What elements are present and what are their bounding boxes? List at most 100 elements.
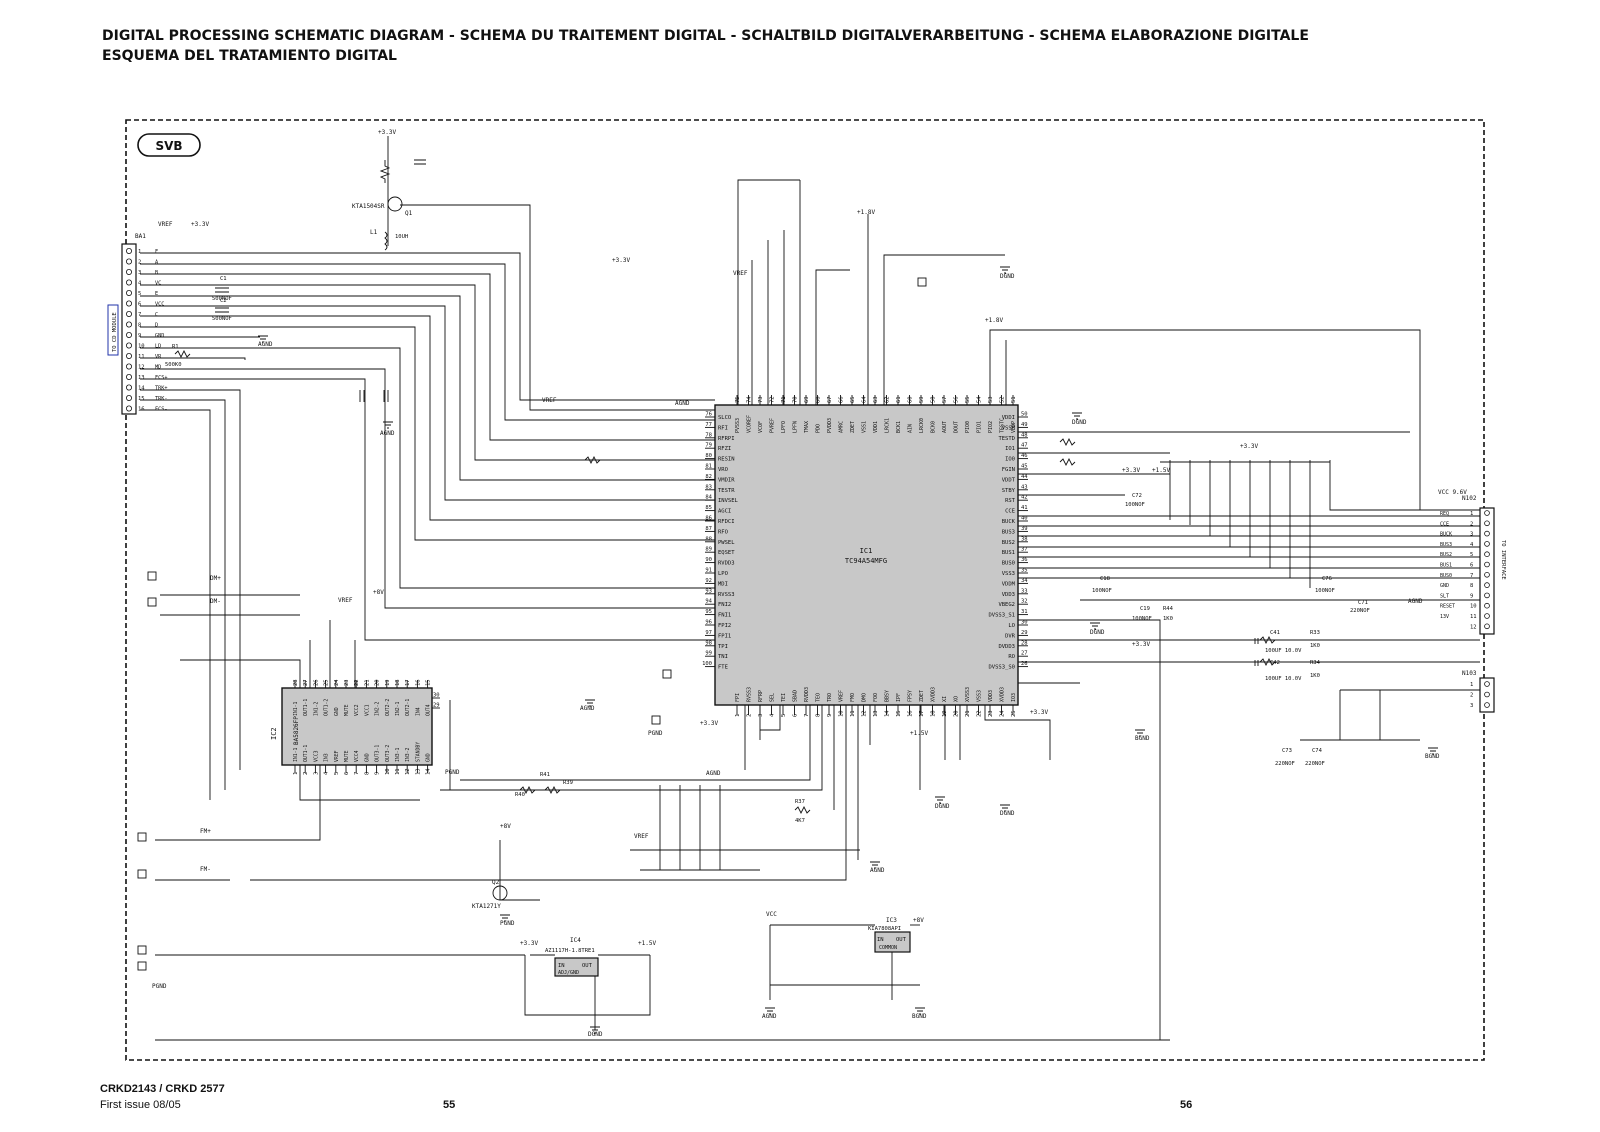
gnd-agnd-1: AGND [380, 430, 395, 437]
ic1-pin-number: 32 [1021, 599, 1028, 605]
ic2-pin-name: IN1-1 [293, 701, 299, 716]
ic1-pin-number: 76 [705, 412, 712, 418]
gnd-agnd-6: AGND [1408, 598, 1423, 605]
ic1-pin-number: 61 [896, 396, 902, 403]
ic2-pin-name: OUT1-1 [303, 745, 309, 762]
gnd-dgnd-5: DGND [1000, 810, 1015, 817]
ic1-pin-number: 63 [873, 396, 879, 403]
ic1-pin-name: VBEG2 [998, 602, 1015, 608]
ic1-pin-name: VDDT [1002, 477, 1016, 483]
gnd-bgnd-3: BGND [912, 1013, 927, 1020]
ic4-gnd: ADJ/GND [558, 970, 579, 976]
ba1-pin-contact [126, 352, 133, 359]
ba1-pin-number: 16 [138, 407, 145, 413]
rail-vref-535: VREF [542, 397, 557, 404]
ic1-pin-number: 70 [793, 396, 799, 403]
ic2-pin-name: MUTE [344, 704, 350, 716]
ic1-pin-number: 91 [705, 568, 712, 574]
ba1-pin-contact [126, 268, 133, 275]
ic1-pin-name: BUS1 [1002, 550, 1015, 556]
gnd-pgnd-2: PGND [152, 983, 167, 990]
ba1-pin-signal: MD [155, 365, 161, 371]
label-c2: C2 [220, 298, 227, 304]
ic1-pin-name: DVSS3_S0 [989, 665, 1016, 671]
ic1-pin-name: STBY [1002, 488, 1016, 494]
ic2-pin-number: 7 [354, 772, 360, 775]
ic1-pin-number: 55 [965, 396, 971, 403]
ic2-pin-name: OUT2-1 [405, 699, 411, 716]
footer-model: CRKD2143 / CRKD 2577 [100, 1083, 225, 1095]
ic1-pin-number: 24 [1000, 710, 1006, 717]
ic1-pin-number: 84 [705, 495, 712, 501]
ic1-pin-number: 96 [705, 620, 712, 626]
ba1-pin-signal: GND [155, 333, 164, 339]
ba1-pin-number: 8 [138, 323, 141, 329]
ic2-pin-name: IN1-2 [313, 701, 319, 716]
n102-pin-signal: GND [1440, 583, 1449, 589]
gnd-dgnd-6: DGND [588, 1031, 603, 1038]
n102-pin-number: 2 [1470, 521, 1473, 527]
label-c42-val: 100UF 10.0V [1265, 676, 1302, 682]
label-dm-minus: DM- [210, 598, 221, 605]
ic1-pin-number: 30 [1021, 620, 1028, 626]
ic1-pin-name: BUS0 [1002, 561, 1015, 567]
ic1-pin-number: 53 [988, 396, 994, 403]
ba1-pin-number: 4 [138, 281, 142, 287]
ic2-pin-number: 18 [395, 679, 401, 686]
ic1-pin-number: 42 [1021, 495, 1028, 501]
n102-pin-contact [1484, 520, 1490, 527]
gnd-dgnd-4: DGND [935, 803, 950, 810]
rail-vref-ic2: VREF [338, 597, 353, 604]
ic1-pin-name: DVR [1005, 633, 1016, 639]
ic1-pin-number: 88 [705, 536, 712, 542]
label-c18-val: 100NOF [1092, 588, 1112, 594]
ic2-pin-number: 3 [313, 772, 319, 775]
ic1-pin-name: INVSEL [718, 498, 739, 504]
label-c73-val: 220NOF [1275, 761, 1295, 767]
ic1-pin-number: 37 [1021, 547, 1028, 553]
ic1-pin-number: 41 [1021, 505, 1028, 511]
ic1-pin-number: 58 [931, 396, 937, 403]
ic1-pin-number: 83 [705, 484, 712, 490]
label-r34: R34 [1310, 660, 1321, 666]
n102-pin-signal: BUCK [1440, 532, 1452, 538]
ic1-pin-number: 92 [705, 578, 712, 584]
ba1-pin-signal: F [155, 249, 158, 255]
passive-components [174, 159, 1276, 815]
ic1-pin-number: 67 [827, 396, 833, 403]
ic1-pin-name: EQSET [718, 550, 735, 556]
ic2-pin-number: 11 [395, 768, 401, 775]
ic1-pin-number: 68 [816, 396, 822, 403]
ba1-pin-number: 14 [138, 386, 145, 392]
rail-8v-ic3: +8V [913, 917, 924, 924]
ic1-pin-name: TPI [718, 644, 728, 650]
gnd-pgnd-1: PGND [500, 920, 515, 927]
ic1-pin-number: 3 [758, 714, 764, 717]
ic2-pin-name: IN3-1 [395, 747, 401, 762]
ic2-pin-number: 16 [415, 679, 421, 686]
ic2-pin-name: IN3 [324, 753, 330, 762]
ba1-pin-contact [126, 258, 133, 265]
ic1-pin-name: RESIN [718, 457, 735, 463]
rail-3v3-ba1: +3.3V [191, 221, 209, 228]
ic1-pin-name: DOUT [954, 421, 960, 433]
ic2-pin-number: 22 [354, 679, 360, 686]
ic1-pin-name: XVSS3 [965, 687, 971, 702]
ic1-pin-number: 59 [919, 396, 925, 403]
ic1-pin-number: 65 [850, 396, 856, 403]
ic1-pin-number: 9 [827, 714, 833, 717]
label-c19-val: 100NOF [1132, 616, 1152, 622]
ic1-pin-name: CCE [1005, 509, 1015, 515]
ic2-pin-name: IN4 [415, 707, 421, 716]
ic1-pin-number: 22 [977, 710, 983, 717]
label-c74: C74 [1312, 748, 1323, 754]
gnd-agnd-8: AGND [762, 1013, 777, 1020]
n102-pin-signal: REQ [1440, 511, 1449, 517]
ic1-pin-name: IO1 [1005, 446, 1015, 452]
ic3-ref: IC3 [886, 917, 897, 924]
gnd-dgnd-1: DGND [1000, 273, 1015, 280]
ic2-pin-number: 4 [324, 771, 330, 775]
ic1-pin-number: 6 [793, 714, 799, 717]
ba1-pin-contact [126, 342, 133, 349]
ic1-pin-name: PWSEL [718, 540, 735, 546]
